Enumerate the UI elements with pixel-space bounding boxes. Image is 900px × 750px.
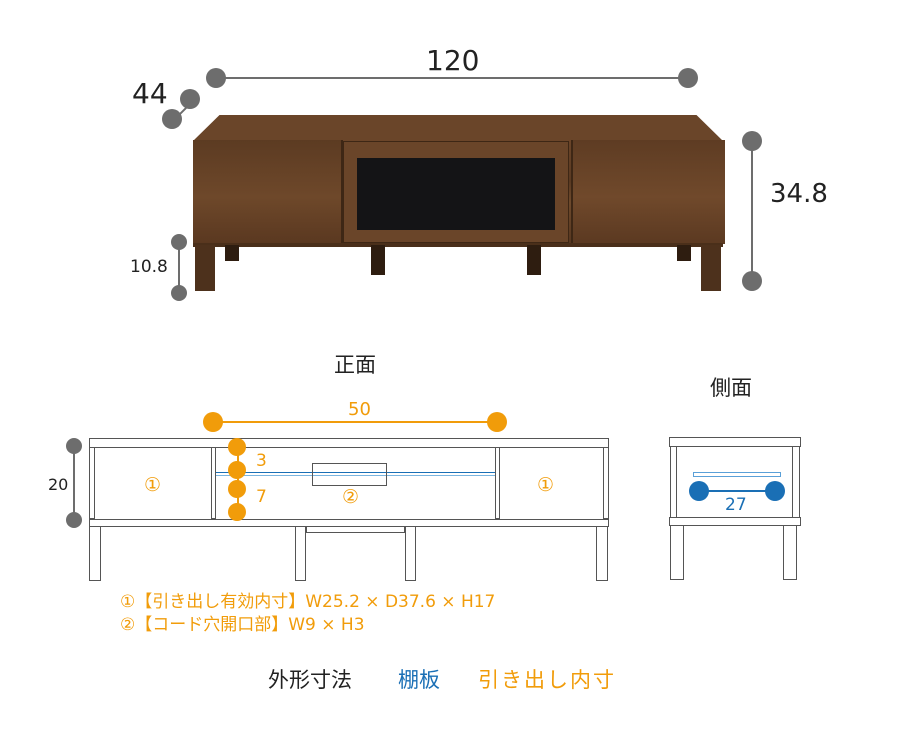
- leg-height-dim-bottom-dot: [171, 285, 187, 301]
- front-leg-1: [89, 526, 101, 581]
- depth-dim-top-dot: [180, 89, 200, 109]
- front-height-label: 20: [48, 475, 69, 494]
- front-leg-2: [295, 526, 306, 581]
- depth-dim-bottom-dot: [162, 109, 182, 129]
- legend-drawer-inner: 引き出し内寸: [478, 668, 616, 692]
- width-dim-line: [216, 77, 688, 79]
- opening-width-end-dot: [487, 412, 507, 432]
- width-dim-end-dot: [678, 68, 698, 88]
- front-divider-left: [211, 447, 216, 519]
- shelf-depth-line: [699, 490, 775, 492]
- note-drawer-inner: ①【引き出し有効内寸】W25.2 × D37.6 × H17: [120, 592, 496, 612]
- leg-back-right: [677, 245, 691, 261]
- shelf-gap-dot-1: [228, 438, 246, 456]
- side-right-post: [792, 446, 800, 519]
- tv-board-photo: [193, 115, 725, 293]
- opening-width-label: 50: [348, 399, 371, 420]
- glass-panel: [357, 158, 555, 230]
- leg-height-dim-line: [178, 242, 180, 292]
- legend-outer-dimensions: 外形寸法: [268, 668, 352, 692]
- shelf-top-gap-label: 3: [256, 451, 267, 471]
- front-left-side: [89, 447, 95, 519]
- height-dim-line: [751, 141, 753, 281]
- note-cord-hole: ②【コード穴開口部】W9 × H3: [120, 615, 365, 635]
- side-leg-right: [783, 525, 797, 580]
- leg-back-left: [225, 245, 239, 261]
- legend-shelf: 棚板: [398, 668, 440, 692]
- cord-hole-marker: ②: [342, 486, 360, 508]
- front-leg-3: [405, 526, 416, 581]
- front-divider-right: [495, 447, 500, 519]
- leg-front-left: [195, 245, 215, 291]
- shelf-gap-dot-3: [228, 480, 246, 498]
- shelf-gap-line: [237, 447, 239, 511]
- depth-dim-label: 44: [132, 77, 168, 110]
- front-height-line: [73, 446, 75, 520]
- height-dim-label: 34.8: [770, 179, 828, 209]
- shelf-depth-end-dot: [765, 481, 785, 501]
- bottom-rail: [193, 243, 723, 247]
- width-dim-label: 120: [426, 44, 480, 77]
- drawer-right-marker: ①: [537, 474, 555, 496]
- shelf-bottom-gap-label: 7: [256, 487, 267, 507]
- leg-height-dim-label: 10.8: [130, 257, 168, 277]
- drawer-left-marker: ①: [144, 474, 162, 496]
- cord-hole-outline: [312, 463, 387, 486]
- board-top-surface: [193, 115, 723, 141]
- right-drawer-front: [571, 140, 725, 244]
- side-left-post: [670, 446, 677, 519]
- front-leg-rail: [306, 526, 405, 533]
- side-leg-left: [670, 525, 684, 580]
- side-view-title: 側面: [710, 376, 752, 400]
- leg-front-right: [701, 245, 721, 291]
- side-bottom-board: [669, 517, 801, 526]
- center-glass-door: [343, 141, 569, 243]
- front-view-title: 正面: [334, 353, 376, 377]
- height-dim-bottom-dot: [742, 271, 762, 291]
- front-top-board: [89, 438, 609, 448]
- leg-mid-right: [527, 245, 541, 275]
- shelf-depth-label: 27: [725, 495, 747, 515]
- front-height-bottom-dot: [66, 512, 82, 528]
- front-leg-4: [596, 526, 608, 581]
- left-drawer-front: [193, 140, 343, 244]
- shelf-gap-dot-2: [228, 461, 246, 479]
- leg-mid-left: [371, 245, 385, 275]
- side-top-board: [669, 437, 801, 447]
- side-shelf-board: [693, 472, 781, 477]
- shelf-gap-dot-4: [228, 503, 246, 521]
- front-right-side: [603, 447, 609, 519]
- front-shelf-board: [216, 472, 495, 476]
- opening-width-line: [213, 421, 497, 423]
